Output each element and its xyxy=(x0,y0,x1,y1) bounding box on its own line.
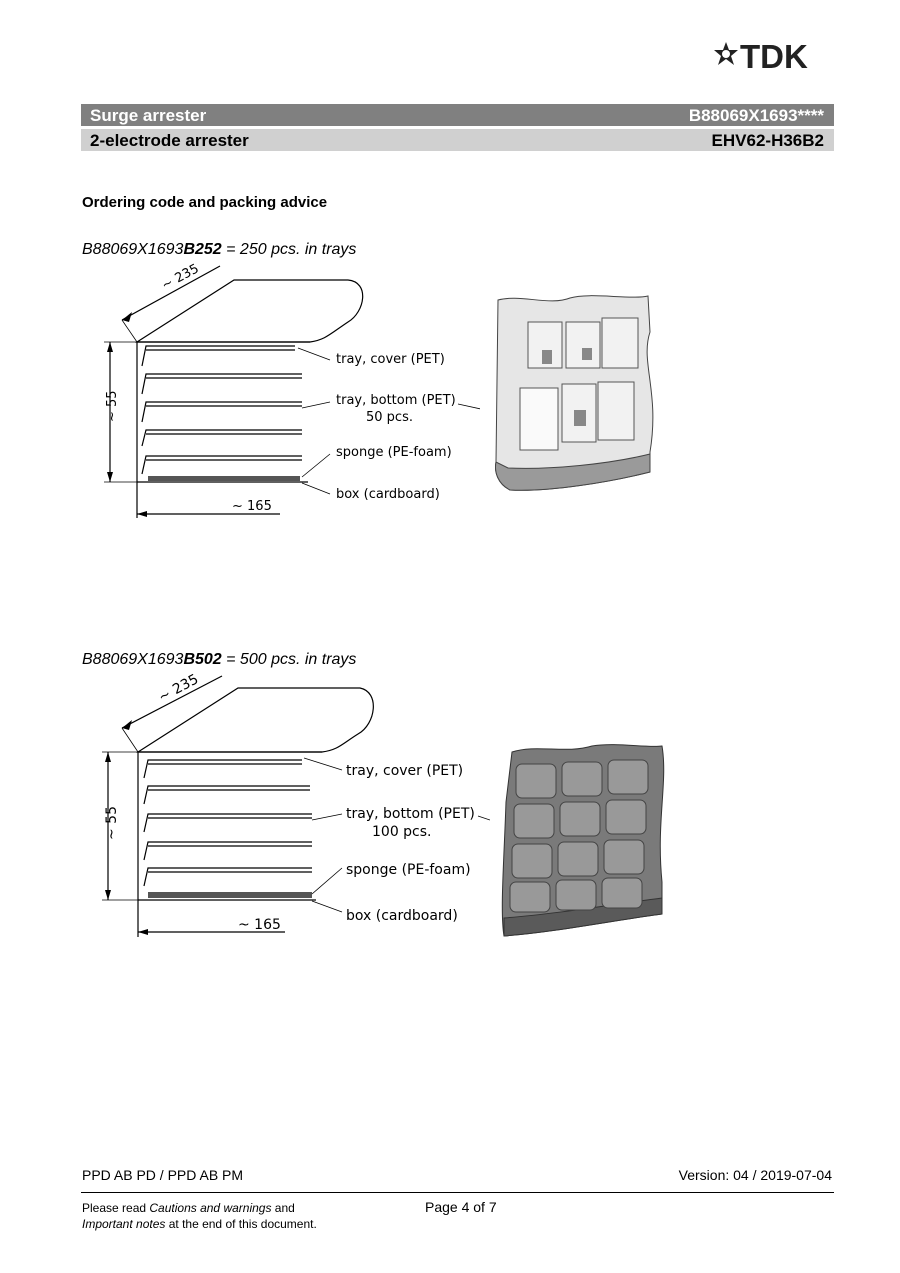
ordering-code-250: B88069X1693B252 = 250 pcs. in trays xyxy=(82,241,357,258)
packing-diagram-250: ~ 235 ~ 55 ~ 165 tray, cover (PET) tray,… xyxy=(104,262,480,518)
width-label: ~ 165 xyxy=(232,499,272,514)
footer-divider xyxy=(81,1192,834,1193)
depth-label: ~ 235 xyxy=(156,672,201,706)
cautions-link: Cautions and warnings xyxy=(149,1201,272,1215)
label-sponge: sponge (PE-foam) xyxy=(336,445,452,460)
footer-department: PPD AB PD / PPD AB PM xyxy=(82,1167,244,1183)
packing-diagram-500: ~ 235 ~ 55 ~ 165 tray, cover (PET) tray,… xyxy=(102,672,490,937)
label-quantity: 100 pcs. xyxy=(372,824,432,840)
tdk-logo: TDK xyxy=(712,38,836,75)
label-tray-cover: tray, cover (PET) xyxy=(346,763,463,779)
footer-version: Version: 04 / 2019-07-04 xyxy=(678,1167,832,1183)
label-box: box (cardboard) xyxy=(336,487,440,502)
header-bar-secondary: 2-electrode arrester EHV62-H36B2 xyxy=(81,129,834,151)
tdk-star-icon xyxy=(714,42,738,65)
section-title: Ordering code and packing advice xyxy=(82,194,328,211)
depth-label: ~ 235 xyxy=(159,262,201,293)
height-label: ~ 55 xyxy=(104,806,120,840)
label-tray-cover: tray, cover (PET) xyxy=(336,352,445,367)
model-number: EHV62-H36B2 xyxy=(711,131,824,150)
product-category: Surge arrester xyxy=(90,106,207,125)
header-bar-primary: Surge arrester B88069X1693**** xyxy=(81,104,834,126)
height-label: ~ 55 xyxy=(105,390,120,422)
label-tray-bottom: tray, bottom (PET) xyxy=(346,806,475,822)
product-type: 2-electrode arrester xyxy=(90,131,249,150)
tray-image-50 xyxy=(495,295,654,491)
part-number: B88069X1693**** xyxy=(688,106,824,125)
tray-image-100 xyxy=(501,744,665,937)
label-box: box (cardboard) xyxy=(346,908,458,924)
label-sponge: sponge (PE-foam) xyxy=(346,862,471,878)
ordering-code-500: B88069X1693B502 = 500 pcs. in trays xyxy=(82,651,357,668)
width-label: ~ 165 xyxy=(238,917,281,933)
page-number: Page 4 of 7 xyxy=(425,1199,497,1215)
footer-note: Please read Cautions and warnings and Im… xyxy=(82,1201,317,1231)
important-notes-link: Important notes xyxy=(82,1217,166,1231)
label-quantity: 50 pcs. xyxy=(366,410,413,425)
logo-text: TDK xyxy=(740,40,808,72)
label-tray-bottom: tray, bottom (PET) xyxy=(336,393,456,408)
